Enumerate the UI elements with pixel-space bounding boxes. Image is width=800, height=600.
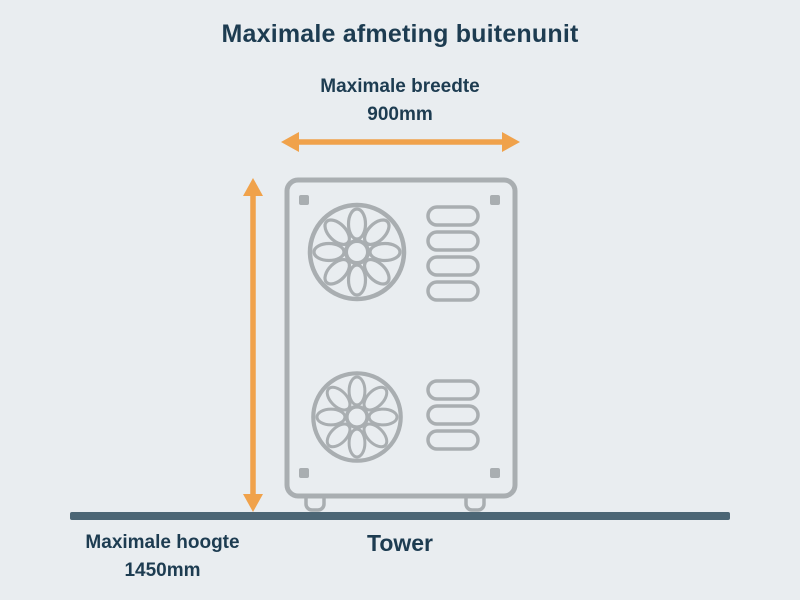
outdoor-unit-illustration: [284, 177, 518, 512]
width-dimension-value: 900mm: [367, 104, 433, 125]
height-dimension-label: Maximale hoogte: [85, 532, 240, 553]
screw-bottom-left: [299, 468, 309, 478]
unit-type-label: Tower: [366, 530, 434, 556]
screw-top-left: [299, 195, 309, 205]
ground-line: [70, 512, 730, 520]
height-dimension-value: 1450mm: [124, 560, 201, 581]
unit-cabinet: [284, 177, 518, 499]
screw-bottom-right: [490, 468, 500, 478]
vertical-double-arrow-icon: [243, 178, 263, 512]
vent-grille-bottom: [426, 379, 480, 451]
screw-top-right: [490, 195, 500, 205]
vent-grille-top: [426, 205, 480, 302]
width-dimension-label: Maximale breedte: [320, 76, 480, 97]
horizontal-double-arrow-icon: [281, 132, 520, 152]
page-title: Maximale afmeting buitenunit: [221, 20, 579, 48]
